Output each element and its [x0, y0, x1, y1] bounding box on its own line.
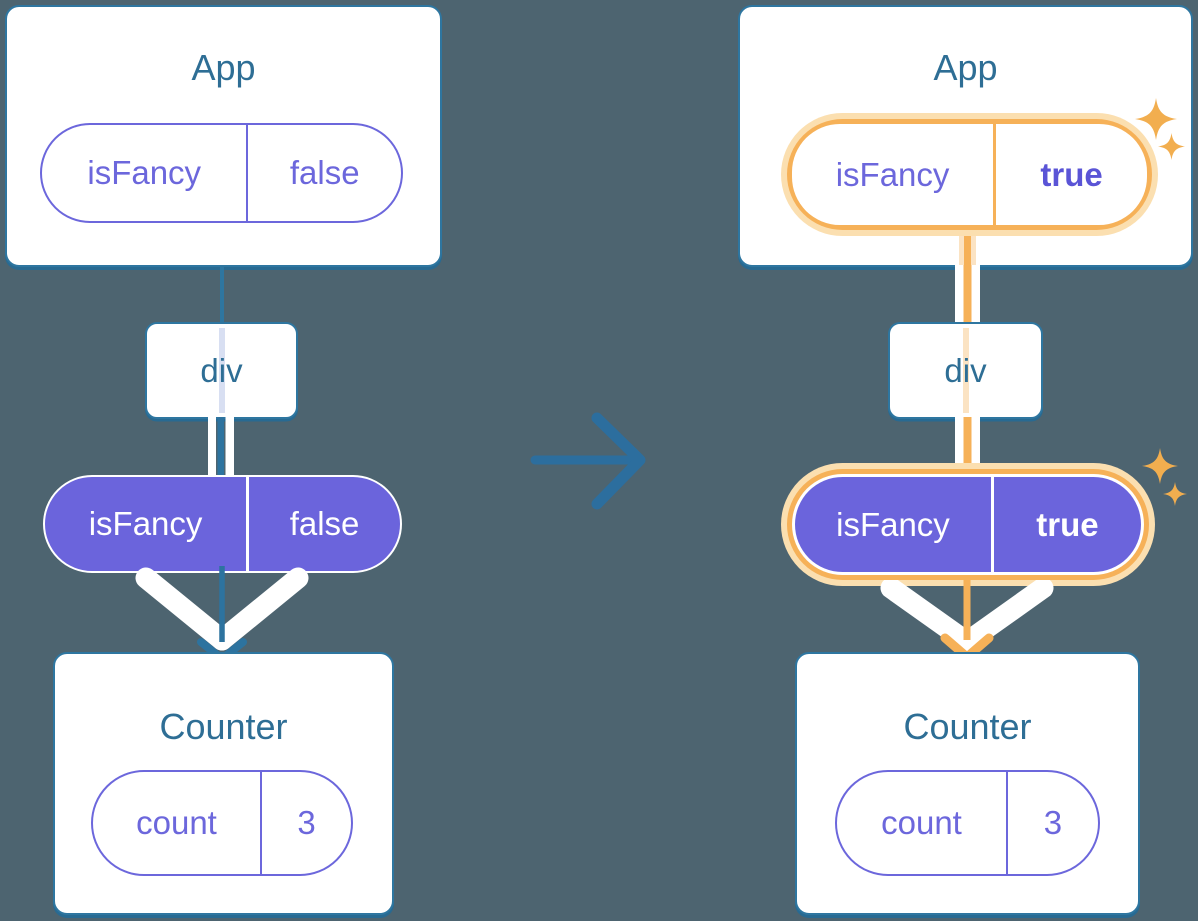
prop-value: true — [1036, 505, 1099, 543]
left-pipe-div-pill — [208, 417, 234, 478]
sparkle-icon — [1135, 98, 1177, 140]
right-div-node: div — [888, 322, 1043, 419]
prop-value: false — [289, 154, 360, 191]
left-prop-pill: isFancy false — [43, 475, 402, 573]
sparkle-icon — [1158, 133, 1185, 160]
prop-value: true — [1040, 155, 1103, 193]
state-name: count — [837, 772, 1008, 874]
sparkle-icon — [1163, 482, 1187, 506]
left-counter-title: Counter — [159, 706, 288, 747]
left-down-arrow-icon — [135, 566, 309, 663]
prop-name: isFancy — [792, 124, 997, 225]
prop-value: false — [289, 505, 360, 542]
left-div-node: div — [145, 322, 298, 419]
right-app-prop-pill-highlight: isFancy true — [781, 113, 1158, 236]
sparkle-icon — [1142, 448, 1178, 484]
right-div-label: div — [944, 351, 987, 389]
prop-name: isFancy — [42, 125, 249, 221]
state-name: count — [93, 772, 262, 874]
prop-name: isFancy — [795, 477, 994, 572]
prop-name: isFancy — [45, 477, 250, 571]
right-pipe-app-div — [955, 265, 980, 324]
left-connector-app-div — [220, 265, 224, 324]
right-pipe-div-pill — [955, 417, 980, 467]
transition-arrow-icon — [530, 412, 646, 510]
prop-through-line — [962, 328, 969, 413]
left-app-prop-pill: isFancy false — [40, 123, 403, 223]
right-stem-app — [959, 230, 976, 266]
left-div-label: div — [200, 351, 243, 389]
right-counter-state-pill: count 3 — [835, 770, 1100, 876]
right-app-title: App — [933, 47, 998, 88]
prop-through-line — [218, 328, 225, 413]
right-prop-pill-highlight: isFancy true — [781, 463, 1155, 586]
state-value: 3 — [297, 804, 316, 841]
state-value: 3 — [1043, 804, 1063, 841]
left-app-title: App — [191, 47, 256, 88]
right-counter-title: Counter — [903, 706, 1032, 747]
left-counter-state-pill: count 3 — [91, 770, 353, 876]
